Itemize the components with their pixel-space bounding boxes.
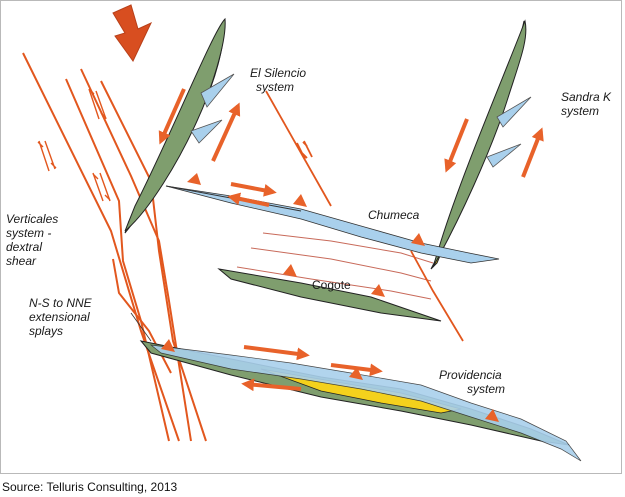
providencia-label-1: Providencia: [439, 368, 502, 382]
diagram-frame: El Silencio system Sandra K system Chume…: [0, 0, 622, 474]
chumeca-label: Chumeca: [368, 208, 420, 222]
sandra-k-label-1: Sandra K: [561, 90, 612, 104]
verticales-label-2: system -: [6, 226, 51, 240]
cogote-fault: [410, 250, 464, 342]
sandra-k-vein: [430, 19, 532, 270]
verticales-label-3: dextral: [6, 240, 42, 254]
providencia-vein: [130, 312, 582, 462]
source-caption: Source: Telluris Consulting, 2013: [2, 480, 178, 494]
splays-label-2: extensional: [29, 310, 90, 324]
sandra-k-label-2: system: [561, 104, 599, 118]
splays-label-1: N-S to NNE: [29, 296, 93, 310]
thrust-teeth: [161, 173, 499, 422]
el-silencio-fault: [265, 90, 332, 207]
displacement-arrows: [158, 88, 544, 392]
verticales-fault-lines: [22, 52, 207, 442]
labels: El Silencio system Sandra K system Chume…: [6, 66, 612, 396]
cogote-label: Cogote: [312, 278, 351, 292]
el-silencio-label-1: El Silencio: [250, 66, 306, 80]
el-silencio-label-2: system: [256, 80, 294, 94]
splays-label-3: splays: [29, 324, 63, 338]
providencia-label-2: system: [467, 382, 505, 396]
el-silencio-vein: [124, 17, 235, 234]
compression-arrow: [112, 4, 153, 62]
cogote-vein: [217, 268, 442, 322]
verticales-label-4: shear: [6, 254, 37, 268]
structural-diagram: El Silencio system Sandra K system Chume…: [6, 4, 612, 462]
shear-sense-arrows: [37, 88, 111, 202]
thrust-lines: [236, 232, 434, 300]
verticales-label-1: Verticales: [6, 212, 58, 226]
